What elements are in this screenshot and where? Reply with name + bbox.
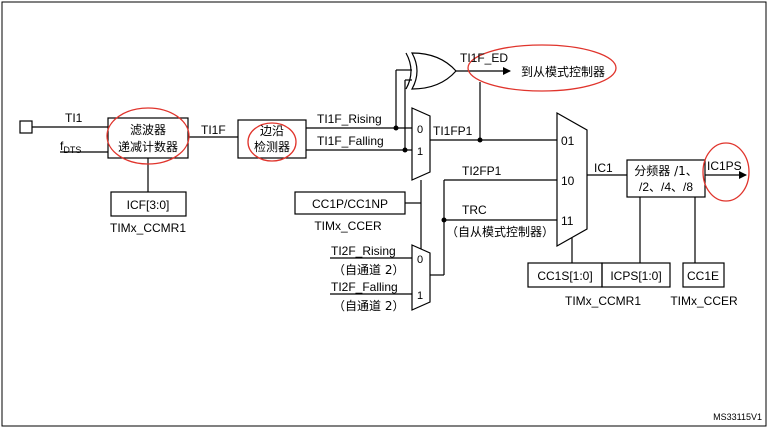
cc1p-register [294, 191, 406, 215]
filter-label-2: 递减计数器 [118, 139, 178, 154]
ccer-mid-label: TIMx_CCER [314, 219, 382, 233]
cc1s-label: CC1S[1:0] [537, 269, 592, 283]
prescaler-label-2: /2、/4、/8 [639, 180, 693, 194]
ti1f-label: TI1F [201, 123, 226, 137]
junction-dot [441, 217, 447, 223]
junction-dot [402, 147, 408, 153]
ti1-label: TI1 [65, 111, 83, 125]
cc1e-register [682, 262, 725, 288]
ti2f-rising-label: TI2F_Rising [331, 244, 396, 258]
junction-dot [477, 137, 483, 143]
ccmr1-left-label: TIMx_CCMR1 [110, 221, 186, 235]
xor-gate-back [405, 52, 412, 90]
from-ch2-label-a: （自通道 2） [333, 263, 404, 277]
icps-register [601, 262, 671, 288]
mux-in-0-label: 0 [417, 124, 423, 136]
filter-label-1: 滤波器 [130, 123, 166, 137]
from-slave-label: （自从模式控制器） [446, 225, 554, 239]
sel-10-label: 10 [561, 174, 575, 188]
cc1e-label: CC1E [687, 269, 719, 283]
trc-label: TRC [462, 203, 487, 217]
edge-detector-block [237, 119, 307, 159]
highlight-filter [106, 107, 190, 165]
junction-dot [393, 125, 399, 131]
highlight-edge-detector [247, 122, 297, 162]
ti2fp1-label: TI2FP1 [462, 164, 502, 178]
cc1p-label: CC1P/CC1NP [312, 197, 388, 211]
polarity-mux-ti1 [411, 107, 431, 181]
ccmr1-right-label: TIMx_CCMR1 [565, 294, 641, 308]
sel-01-label: 01 [561, 134, 575, 148]
to-slave-label: 到从模式控制器 [521, 65, 605, 79]
ti2f-falling-label: TI2F_Falling [331, 280, 398, 294]
icps-label: ICPS[1:0] [610, 269, 661, 283]
mux2-in-0-label: 0 [417, 254, 423, 266]
icf-label: ICF[3:0] [127, 198, 170, 212]
highlight-ic1ps [702, 142, 750, 202]
prescaler-block [626, 159, 706, 198]
edge-label-1: 边沿 [260, 124, 284, 138]
ti1f-falling-label: TI1F_Falling [317, 134, 384, 148]
ti1fp1-label: TI1FP1 [433, 124, 473, 138]
ti1-input-pin [19, 120, 33, 134]
highlight-ti1f-ed [467, 44, 617, 92]
xor-gate [410, 52, 457, 90]
edge-label-2: 检测器 [254, 139, 290, 154]
ic1-label: IC1 [594, 161, 613, 175]
polarity-mux-ti2 [411, 244, 431, 311]
icf-register [110, 191, 187, 217]
ti1f-rising-label: TI1F_Rising [317, 112, 382, 126]
prescaler-label-1: 分频器 /1、 [634, 164, 698, 178]
mux2-in-1-label: 1 [417, 290, 423, 302]
fdts-label: fDTS [60, 139, 81, 155]
ic1ps-label: IC1PS [707, 159, 742, 173]
from-ch2-label-b: （自通道 2） [333, 299, 404, 313]
mux-in-1-label: 1 [417, 146, 423, 158]
ti1f-ed-label: TI1F_ED [460, 51, 508, 65]
sel-11-label: 11 [561, 214, 574, 228]
ccer-right-label: TIMx_CCER [670, 294, 738, 308]
figure-id-label: MS33115V1 [713, 412, 762, 422]
input-select-mux [556, 111, 588, 248]
